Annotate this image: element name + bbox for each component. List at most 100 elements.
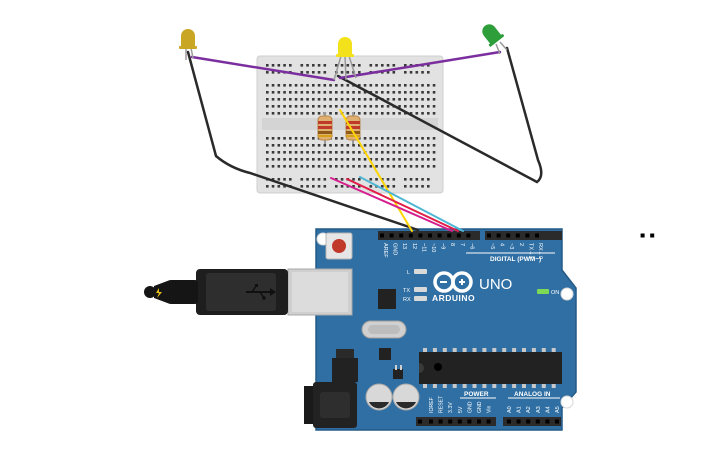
breadboard-hole[interactable]	[271, 98, 275, 101]
breadboard-hole[interactable]	[381, 105, 384, 108]
breadboard-hole[interactable]	[340, 91, 344, 94]
breadboard-hole[interactable]	[271, 91, 275, 94]
breadboard-hole[interactable]	[335, 98, 338, 101]
breadboard-hole[interactable]	[306, 98, 309, 101]
breadboard-hole[interactable]	[369, 165, 373, 168]
breadboard-hole[interactable]	[283, 91, 286, 94]
breadboard-hole[interactable]	[312, 185, 315, 188]
breadboard-hole[interactable]	[352, 105, 355, 108]
breadboard-hole[interactable]	[317, 84, 321, 87]
breadboard-hole[interactable]	[415, 98, 419, 101]
breadboard-hole[interactable]	[329, 84, 332, 87]
breadboard-hole[interactable]	[289, 151, 292, 154]
breadboard-hole[interactable]	[432, 98, 436, 101]
breadboard-hole[interactable]	[432, 137, 436, 140]
breadboard-hole[interactable]	[340, 165, 344, 168]
breadboard-hole[interactable]	[386, 91, 390, 94]
breadboard-hole[interactable]	[306, 137, 309, 140]
breadboard-hole[interactable]	[427, 178, 430, 181]
breadboard-hole[interactable]	[306, 84, 309, 87]
breadboard-hole[interactable]	[266, 165, 269, 168]
digital-pin-hole[interactable]	[399, 233, 404, 238]
breadboard-hole[interactable]	[317, 158, 321, 161]
breadboard-hole[interactable]	[289, 144, 292, 147]
breadboard-hole[interactable]	[289, 84, 292, 87]
resistor-1[interactable]	[317, 112, 333, 144]
breadboard-hole[interactable]	[266, 105, 269, 108]
digital-pin-hole[interactable]	[456, 233, 461, 238]
breadboard-hole[interactable]	[375, 137, 378, 140]
breadboard-hole[interactable]	[404, 112, 407, 115]
breadboard-hole[interactable]	[266, 71, 269, 74]
breadboard-hole[interactable]	[427, 158, 430, 161]
power-pin-hole[interactable]	[486, 419, 491, 424]
breadboard-hole[interactable]	[386, 158, 390, 161]
breadboard-hole[interactable]	[266, 91, 269, 94]
breadboard-hole[interactable]	[312, 98, 315, 101]
breadboard-hole[interactable]	[329, 91, 332, 94]
breadboard-hole[interactable]	[271, 84, 275, 87]
breadboard-hole[interactable]	[398, 112, 401, 115]
breadboard-hole[interactable]	[358, 144, 361, 147]
breadboard-hole[interactable]	[427, 144, 430, 147]
breadboard-hole[interactable]	[352, 98, 355, 101]
breadboard-hole[interactable]	[317, 165, 321, 168]
breadboard-hole[interactable]	[300, 91, 304, 94]
breadboard-hole[interactable]	[415, 84, 419, 87]
breadboard-hole[interactable]	[358, 71, 361, 74]
breadboard-hole[interactable]	[300, 84, 304, 87]
breadboard-hole[interactable]	[386, 71, 390, 74]
breadboard-hole[interactable]	[312, 64, 315, 67]
wire-purple-green-led[interactable]	[338, 50, 502, 80]
breadboard-hole[interactable]	[409, 105, 413, 108]
breadboard-hole[interactable]	[277, 105, 281, 108]
breadboard-hole[interactable]	[335, 64, 338, 67]
breadboard-hole[interactable]	[363, 144, 367, 147]
led-yellow[interactable]	[333, 37, 357, 81]
breadboard-hole[interactable]	[398, 105, 401, 108]
breadboard-hole[interactable]	[306, 151, 309, 154]
breadboard-hole[interactable]	[432, 165, 436, 168]
breadboard-hole[interactable]	[283, 151, 286, 154]
breadboard-hole[interactable]	[317, 112, 321, 115]
breadboard-hole[interactable]	[306, 71, 309, 74]
breadboard-hole[interactable]	[352, 185, 355, 188]
breadboard-hole[interactable]	[432, 158, 436, 161]
breadboard-hole[interactable]	[340, 64, 344, 67]
breadboard-hole[interactable]	[289, 158, 292, 161]
breadboard-hole[interactable]	[312, 158, 315, 161]
breadboard-hole[interactable]	[323, 165, 327, 168]
breadboard-hole[interactable]	[277, 144, 281, 147]
wire-purple-olive-led[interactable]	[190, 55, 336, 82]
breadboard-hole[interactable]	[335, 105, 338, 108]
digital-pin-hole[interactable]	[466, 233, 471, 238]
breadboard-hole[interactable]	[312, 105, 315, 108]
breadboard-hole[interactable]	[335, 165, 338, 168]
breadboard-hole[interactable]	[277, 185, 281, 188]
breadboard-hole[interactable]	[381, 64, 384, 67]
breadboard-hole[interactable]	[358, 178, 361, 181]
breadboard-hole[interactable]	[294, 84, 298, 87]
breadboard-hole[interactable]	[392, 144, 396, 147]
breadboard-hole[interactable]	[346, 112, 350, 115]
breadboard-hole[interactable]	[432, 84, 436, 87]
breadboard-hole[interactable]	[317, 151, 321, 154]
breadboard-hole[interactable]	[283, 64, 286, 67]
breadboard-hole[interactable]	[369, 178, 373, 181]
breadboard-hole[interactable]	[306, 165, 309, 168]
breadboard-hole[interactable]	[421, 158, 424, 161]
breadboard-hole[interactable]	[340, 137, 344, 140]
breadboard-hole[interactable]	[404, 165, 407, 168]
wire-yellow[interactable]	[339, 109, 413, 232]
breadboard-hole[interactable]	[386, 84, 390, 87]
breadboard-hole[interactable]	[277, 151, 281, 154]
digital-pin-hole[interactable]	[380, 233, 384, 238]
breadboard-hole[interactable]	[312, 112, 315, 115]
usb-connector[interactable]	[144, 268, 353, 316]
breadboard-hole[interactable]	[323, 144, 327, 147]
breadboard-hole[interactable]	[271, 178, 275, 181]
breadboard-hole[interactable]	[306, 144, 309, 147]
digital-pin-hole[interactable]	[515, 233, 520, 238]
breadboard-hole[interactable]	[415, 144, 419, 147]
